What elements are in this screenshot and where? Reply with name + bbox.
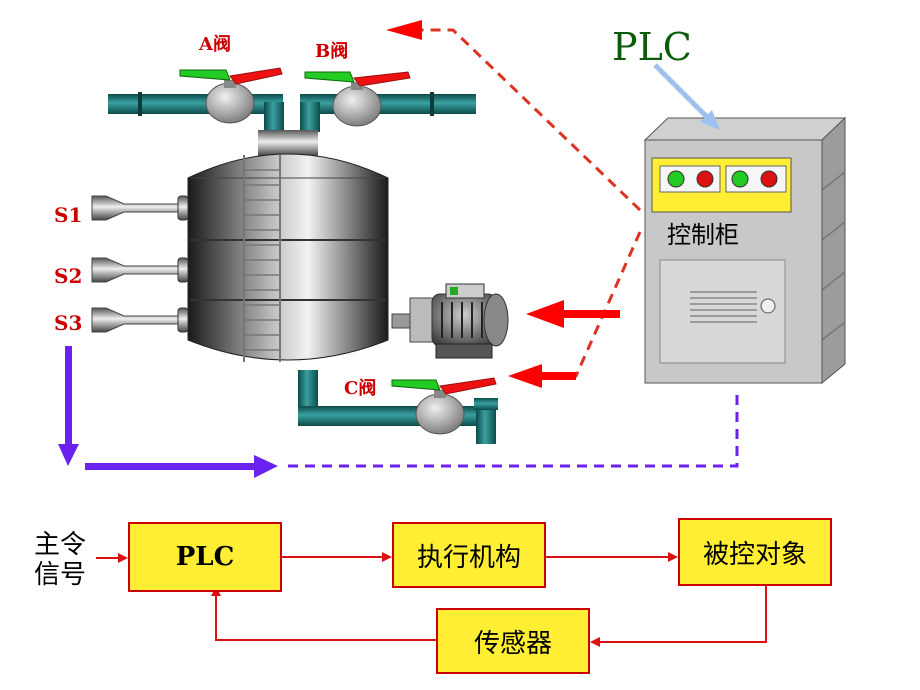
input-signal-line1: 主令	[34, 530, 87, 560]
signal-arrow-to-motor	[562, 310, 620, 318]
input-signal-label: 主令 信号	[34, 530, 86, 590]
controlled-object-block: 被控对象	[678, 518, 832, 586]
top-left-pipe	[108, 94, 283, 114]
actuator-block: 执行机构	[392, 522, 546, 588]
plc-label: PLC	[612, 25, 692, 69]
motor	[391, 283, 509, 359]
valve-b	[304, 71, 411, 127]
tank	[187, 130, 389, 362]
signal-line-to-ab-valves	[422, 28, 642, 212]
feedback-line-down	[65, 346, 72, 446]
feedback-line-right	[85, 463, 255, 470]
sensor-s1	[91, 195, 189, 221]
signal-line-to-c-valve	[552, 231, 642, 378]
sensor-s3	[91, 307, 189, 333]
sensor-s2	[91, 257, 189, 283]
plc-pointer-arrow	[653, 63, 710, 120]
plc-block: PLC	[128, 522, 282, 592]
conn-object-to-sensor	[594, 586, 767, 643]
valve-a	[179, 67, 283, 124]
conn-sensor-to-plc	[215, 594, 436, 641]
valve-c-label: C阀	[344, 377, 376, 399]
top-right-pipe	[300, 94, 476, 114]
valve-a-label: A阀	[198, 33, 231, 55]
cabinet-label: 控制柜	[667, 221, 739, 249]
sensor-s3-label: S3	[54, 311, 82, 335]
input-signal-line2: 信号	[34, 560, 87, 590]
control-cabinet	[643, 116, 847, 385]
sensor-s1-label: S1	[54, 203, 82, 227]
feedback-line-dashed	[288, 390, 739, 468]
valve-b-label: B阀	[315, 40, 348, 62]
sensor-block: 传感器	[436, 608, 590, 674]
valve-c	[391, 377, 497, 435]
sensor-s2-label: S2	[54, 264, 82, 288]
